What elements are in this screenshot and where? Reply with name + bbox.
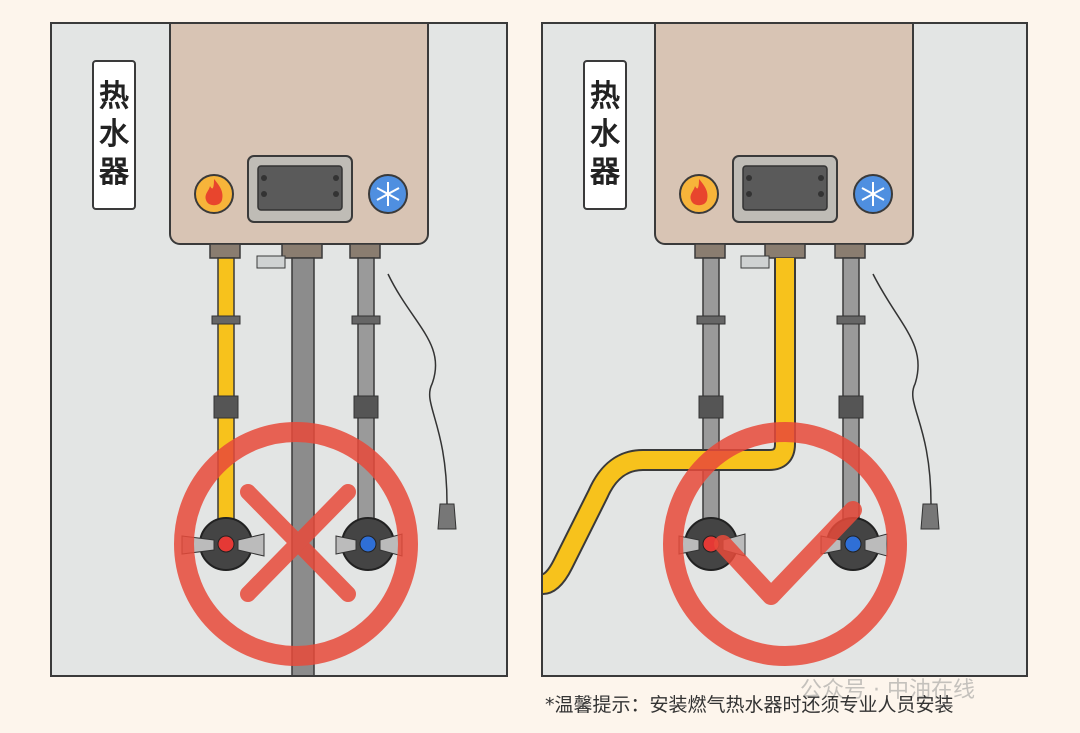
heater-label-char: 水 <box>590 117 620 152</box>
flame-icon <box>679 174 719 214</box>
heater-label: 热 水 器 <box>92 60 136 210</box>
correct-installation-panel: 热 水 器 <box>541 22 1028 677</box>
snowflake-icon <box>368 174 408 214</box>
wrong-installation-panel: 热 水 器 <box>50 22 508 677</box>
heater-label: 热 水 器 <box>583 60 627 210</box>
cross-mark-icon <box>174 422 418 666</box>
water-pipe <box>291 257 315 675</box>
watermark: 公众号 · 中油在线 <box>800 678 975 703</box>
cold-valve <box>335 517 403 571</box>
caption: *温馨提示：安装燃气热水器时还须专业人员安装 <box>545 694 954 716</box>
heater-label-char: 热 <box>99 79 129 114</box>
heater-label-char: 器 <box>99 155 129 190</box>
wrong-installation-illustration <box>169 24 457 675</box>
heater-label-char: 热 <box>590 79 620 114</box>
snowflake-icon <box>853 174 893 214</box>
heater-label-char: 水 <box>99 117 129 152</box>
check-mark-icon <box>663 422 907 666</box>
gas-pipe <box>543 258 794 593</box>
display-screen <box>742 165 828 211</box>
correct-installation-illustration <box>543 24 940 666</box>
heater-label-char: 器 <box>590 155 620 190</box>
display-screen <box>257 165 343 211</box>
flame-icon <box>194 174 234 214</box>
hot-valve <box>181 517 265 571</box>
